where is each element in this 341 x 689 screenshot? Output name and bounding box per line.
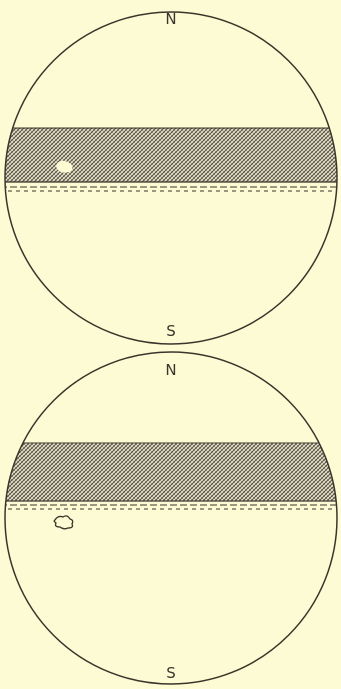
bottom-south-label: S: [166, 664, 176, 682]
bottom-disk: N S: [4, 351, 338, 685]
bottom-disk-outline: [4, 351, 338, 685]
top-disk-outline: [4, 11, 338, 345]
bottom-outlined-spot: [53, 515, 74, 530]
top-north-label: N: [165, 10, 176, 28]
bottom-dark-belt: [5, 443, 337, 501]
bottom-north-label: N: [165, 361, 176, 379]
top-disk: N S: [4, 10, 338, 345]
top-south-label: S: [166, 322, 176, 340]
top-white-spot: [56, 160, 73, 173]
top-dark-belt: [5, 128, 337, 182]
